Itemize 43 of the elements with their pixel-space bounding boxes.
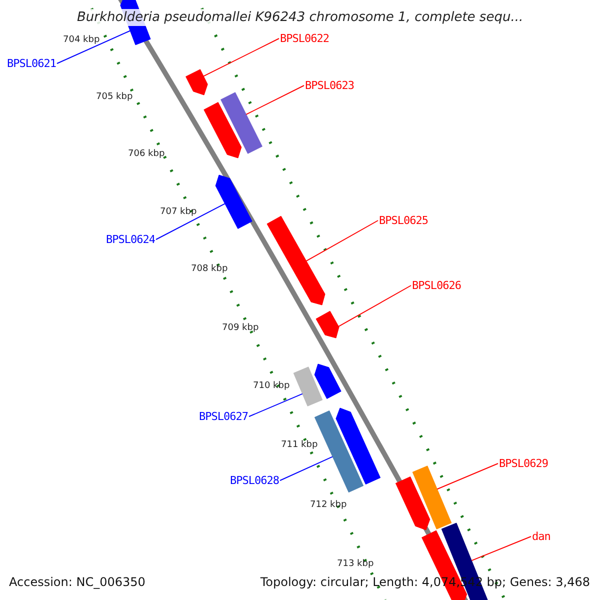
leader-line (56, 30, 131, 64)
scale-label: 706 kbp (128, 150, 165, 159)
scale-label: 709 kbp (222, 324, 259, 333)
gene-block (336, 408, 381, 485)
scale-label: 710 kbp (253, 382, 290, 391)
gene-block (215, 174, 252, 229)
gene-label: BPSL0622 (280, 33, 329, 44)
leader-line (436, 463, 498, 490)
scale-label: 708 kbp (191, 265, 228, 274)
scale-label: 713 kbp (337, 560, 374, 569)
gene-block (293, 366, 323, 406)
gene-label: BPSL0626 (412, 280, 461, 291)
gene-block (204, 102, 242, 158)
scale-label: 712 kbp (310, 501, 347, 510)
gene-label: BPSL0621 (7, 58, 56, 69)
leader-line (471, 536, 532, 562)
gene-label: BPSL0625 (379, 215, 428, 226)
gene-label: BPSL0623 (305, 80, 354, 91)
summary-text: Topology: circular; Length: 4,074,542 bp; Genes: 3,468 (260, 576, 590, 588)
scale-label: 704 kbp (63, 36, 100, 45)
gene-label: BPSL0627 (199, 411, 248, 422)
gene-block (220, 92, 262, 154)
gene-block (412, 466, 452, 530)
accession-text: Accession: NC_006350 (9, 576, 146, 588)
gene-label: dan (532, 531, 550, 542)
scale-label: 707 kbp (160, 208, 197, 217)
gene-block (314, 364, 342, 399)
gene-block (395, 476, 430, 530)
leader-line (203, 38, 280, 77)
leader-line (279, 456, 334, 481)
scale-label: 711 kbp (281, 441, 318, 450)
gene-label: BPSL0624 (106, 234, 155, 245)
leader-line (155, 203, 226, 240)
gene-block (316, 310, 340, 338)
gene-block (186, 69, 208, 96)
leader-line (248, 393, 303, 417)
leader-line (338, 285, 412, 327)
leader-line (306, 220, 378, 262)
gene-block (266, 216, 326, 306)
gene-label: BPSL0628 (230, 475, 279, 486)
gene-label: BPSL0629 (499, 458, 548, 469)
scale-label: 705 kbp (96, 93, 133, 102)
leader-line (246, 85, 304, 115)
